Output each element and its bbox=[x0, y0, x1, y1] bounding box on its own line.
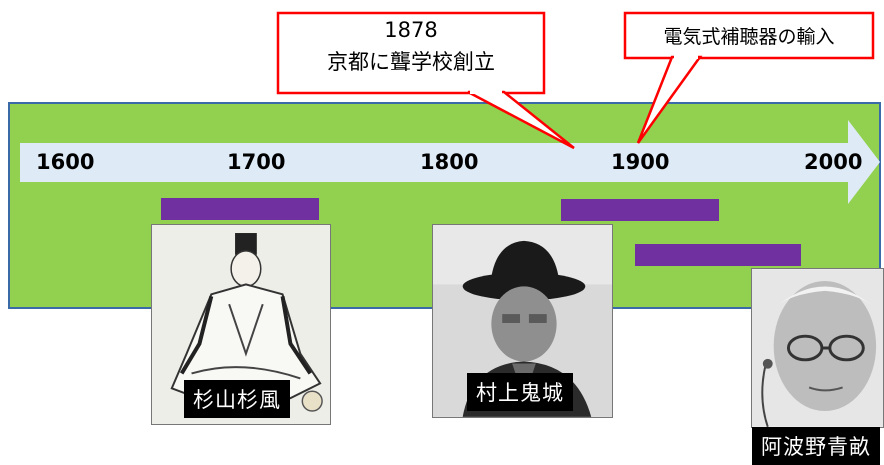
callout-hearing-aid-text: 電気式補聴器の輸入 bbox=[663, 26, 835, 48]
year-label-1700: 1700 bbox=[227, 150, 286, 174]
portrait-awano-seiho bbox=[751, 268, 884, 428]
callout-1878-text: 京都に聾学校創立 bbox=[327, 50, 495, 74]
callout-box-1878 bbox=[276, 11, 546, 95]
seated-figure-drawing bbox=[152, 225, 330, 424]
year-label-2000: 2000 bbox=[804, 150, 863, 174]
name-label-awano-seiho: 阿波野青畝 bbox=[752, 427, 880, 465]
portrait-murakami-kijo bbox=[432, 224, 613, 418]
elderly-man-glasses-photo bbox=[752, 269, 883, 427]
lifespan-bar-murakami-kijo bbox=[561, 199, 719, 221]
timeline-arrow bbox=[20, 120, 880, 204]
man-with-hat-photo bbox=[433, 225, 612, 417]
portrait-sugiyama-sanpu bbox=[151, 224, 331, 425]
year-label-1800: 1800 bbox=[420, 150, 479, 174]
name-label-murakami-kijo: 村上鬼城 bbox=[467, 373, 573, 411]
lifespan-bar-awano-seiho bbox=[635, 244, 801, 266]
lifespan-bar-sugiyama-sanpu bbox=[161, 198, 319, 220]
callout-box-hearing-aid bbox=[623, 11, 875, 60]
year-label-1900: 1900 bbox=[611, 150, 670, 174]
year-label-1600: 1600 bbox=[36, 150, 95, 174]
callout-pointer-hearing-aid bbox=[636, 55, 703, 144]
name-label-sugiyama-sanpu: 杉山杉風 bbox=[184, 380, 290, 418]
callout-pointer-1878 bbox=[467, 90, 575, 150]
callout-1878-year: 1878 bbox=[384, 18, 438, 42]
